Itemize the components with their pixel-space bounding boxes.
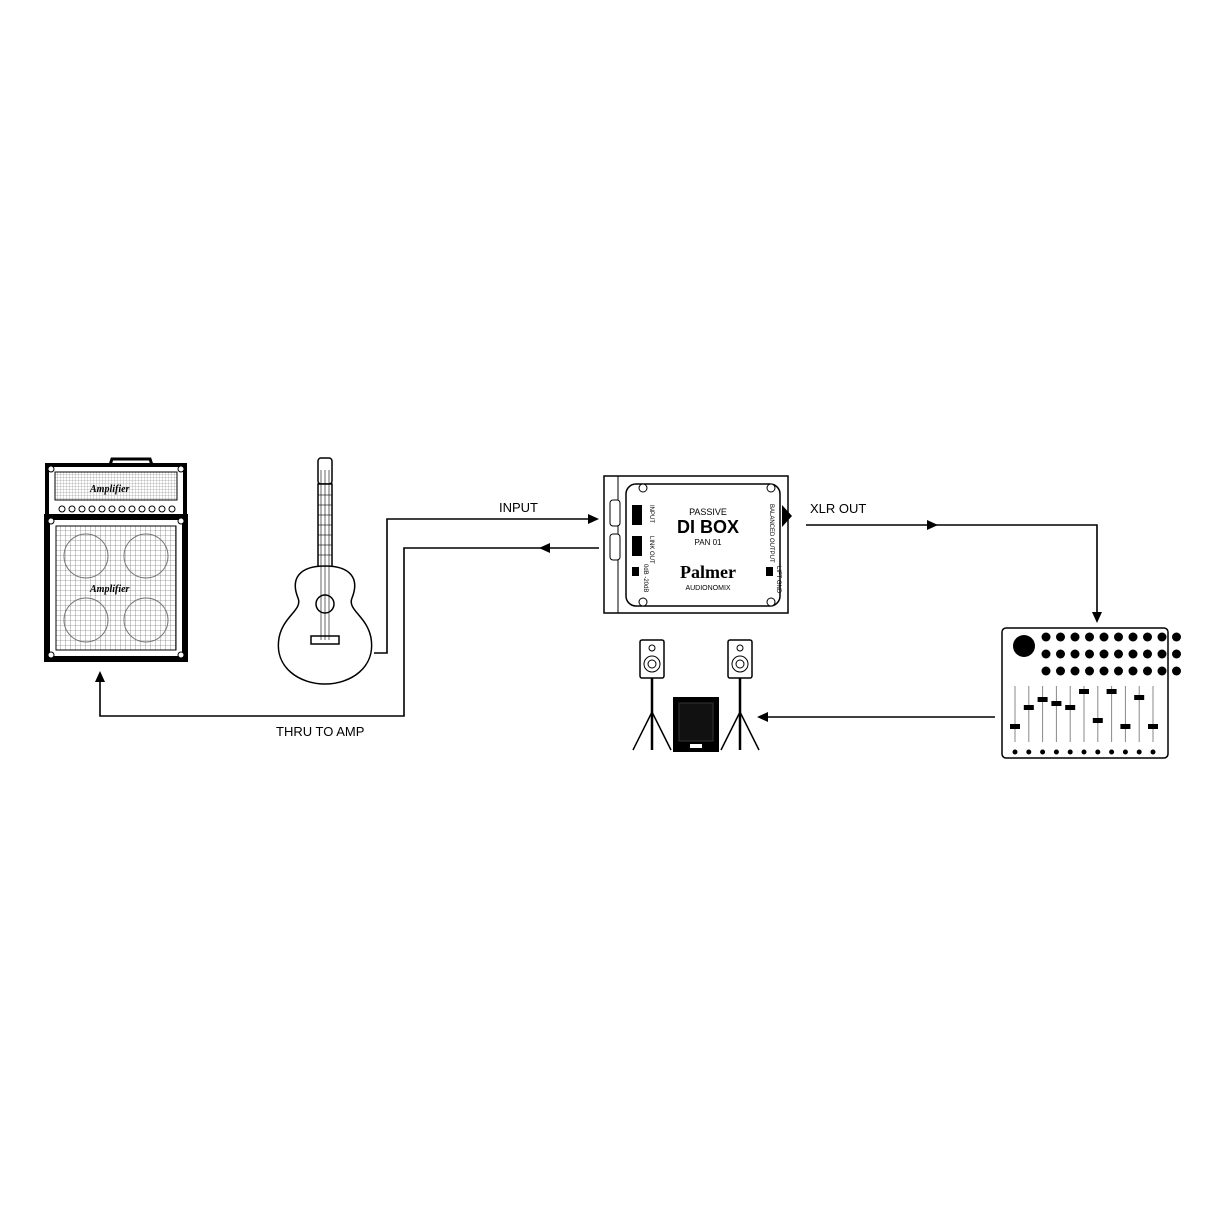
thru-arrow-icon [539,543,550,553]
mixer-knob [1172,632,1181,642]
mixer-knob [1143,649,1152,659]
mixer-knob [1099,666,1109,676]
mixer-knob [1056,666,1065,676]
mixer-knob [1128,666,1138,676]
mixer-knob [1172,666,1181,676]
mixer-knob [1157,649,1167,659]
di-box-brand: Palmer [680,562,736,582]
subwoofer-icon [673,697,719,752]
pa-system-icon [632,639,760,752]
mixer-fader-cap [1065,705,1076,710]
mixer-button [1040,749,1046,755]
input-arrow-icon [588,514,599,524]
di-switch-attenuation: 0dB -20dB [642,564,648,592]
label-xlr-out: XLR OUT [810,501,866,516]
xlr-arrow-icon [927,520,938,530]
mixer-button [1095,749,1101,755]
mixer-knob [1114,666,1123,676]
mixer-knob [1056,632,1065,642]
amp-arrow-icon [95,671,105,682]
acoustic-guitar-icon [277,457,373,685]
left-speaker-icon [632,639,672,751]
mixer-knob [1041,649,1051,659]
mixer-knob [1157,666,1167,676]
mixer-knob [1056,649,1065,659]
mixer-fader-cap [1010,724,1020,729]
mixer-knob [1070,666,1080,676]
di-box-sub-brand: AUDIONOMIX [685,585,730,592]
mixer-knobs [1041,632,1181,676]
label-thru-to-amp: THRU TO AMP [276,724,364,739]
di-switch-ground: LIFT GND [775,566,781,594]
mixer-button [1081,749,1087,755]
mixer-fader-cap [1092,718,1103,723]
di-box-passive: PASSIVE [689,507,727,517]
mixer-knob [1114,632,1123,642]
di-port-link: LINK OUT [648,536,654,564]
di-box-model: PAN 01 [695,538,723,547]
mixer-knob [1099,649,1109,659]
mixer-knob [1128,649,1138,659]
mixer-knob [1085,649,1094,659]
mixer-knob [1070,649,1080,659]
mixer-knob [1172,649,1181,659]
mixer-knob [1041,632,1051,642]
mixer-knob [1157,632,1167,642]
mixer-button [1067,749,1073,755]
mixer-faders [1010,686,1158,755]
mixer-knob [1085,666,1094,676]
mixer-fader-cap [1023,705,1034,710]
di-box-title: DI BOX [677,517,739,537]
guitar-to-di-wire [374,518,588,654]
mixer-fader-cap [1051,701,1062,706]
right-speaker-icon [720,639,760,751]
label-input: INPUT [499,500,538,515]
mixer-fader-cap [1134,695,1145,700]
di-box: INPUT LINK OUT BALANCED OUTPUT 0dB -20dB… [603,475,792,614]
mixer-knob [1099,632,1109,642]
mixer-knob [1143,632,1152,642]
pa-arrow-icon [757,712,768,722]
di-port-balanced: BALANCED OUTPUT [768,504,774,563]
mixer-fader-cap [1148,724,1158,729]
di-to-amp-wire [99,547,599,717]
mixer-button [1109,749,1115,755]
amp-head-brand: Amplifier [89,484,130,495]
mixer-knob [1070,632,1080,642]
amp-cab-brand: Amplifier [89,584,130,595]
di-port-input: INPUT [648,505,654,523]
mixer-button [1122,749,1128,755]
di-box-screws [638,483,776,607]
mixer-button [1026,749,1032,755]
mixer-knob [1085,632,1094,642]
mixer-fader-cap [1037,697,1048,702]
mixer-knob [1041,666,1051,676]
mixer-button [1012,749,1018,755]
mixer-knob [1114,649,1123,659]
signal-wires [95,514,1102,722]
mixer-button [1150,749,1156,755]
mixer-fader-cap [1120,724,1131,729]
di-to-mixer-wire [806,524,1098,612]
mixer-button [1136,749,1142,755]
mixer-fader-cap [1106,689,1117,694]
mixing-console-icon [1001,627,1181,759]
mixer-button [1053,749,1059,755]
mixer-arrow-icon [1092,612,1102,623]
mixer-knob [1143,666,1152,676]
amplifier-stack-icon: Amplifier Amplifier [44,457,188,662]
mixer-knob [1128,632,1138,642]
mixer-fader-cap [1079,689,1089,694]
